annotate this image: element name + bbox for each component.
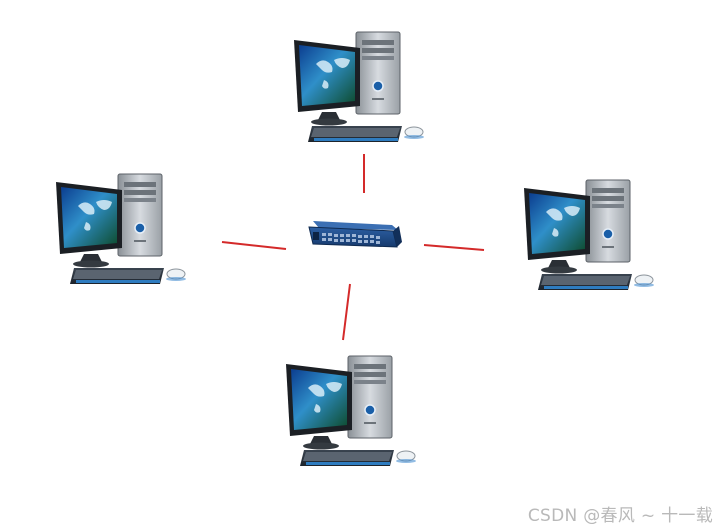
watermark: CSDN @春风 ~ 十一载 — [527, 506, 713, 526]
link-switch-bottom — [342, 283, 351, 341]
computer-left-icon — [55, 173, 187, 285]
link-switch-left — [221, 241, 287, 250]
links — [221, 154, 485, 341]
network-switch-icon — [308, 221, 402, 248]
computer-right-icon — [523, 179, 655, 291]
computer-top-icon — [293, 31, 425, 143]
computer-bottom-icon — [285, 355, 417, 467]
link-switch-right — [423, 244, 485, 251]
